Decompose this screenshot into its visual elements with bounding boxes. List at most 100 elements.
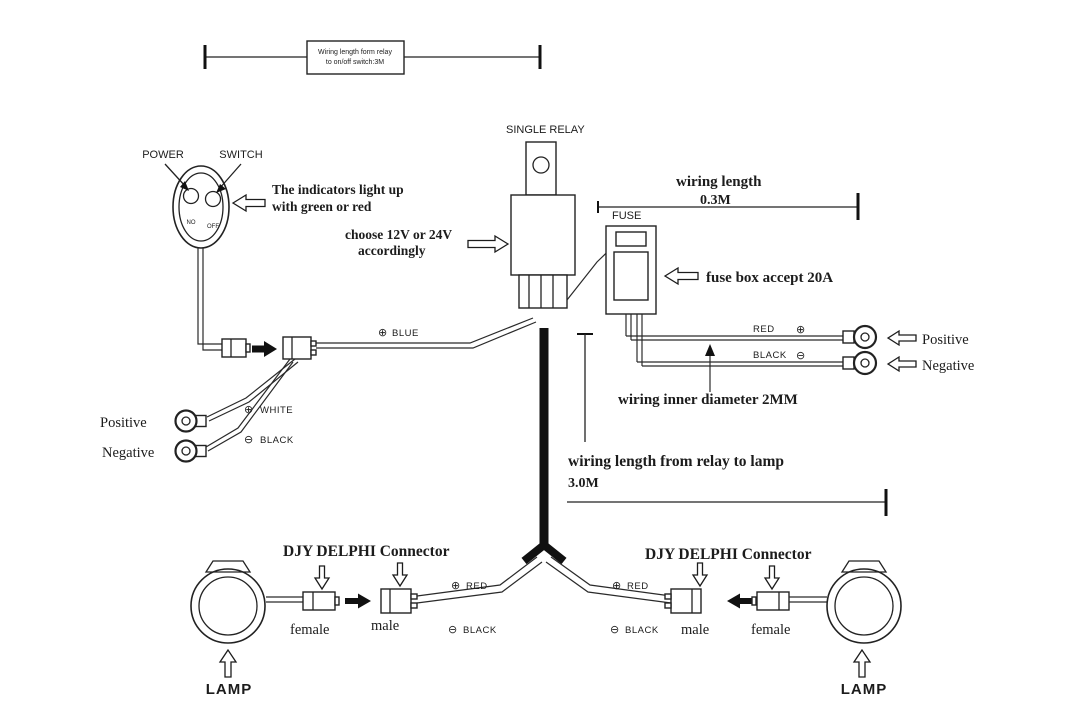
left-lamp-label: LAMP [206,681,253,698]
relay-title: SINGLE RELAY [506,124,585,136]
red-wire-label: RED [753,324,775,335]
fuse: FUSE fuse box accept 20A [566,210,833,315]
negative-terminal-tail [842,356,855,370]
left-lamp-assembly: DJY DELPHI Connector female male ⊕ RED ⊖… [190,543,543,698]
left-negative-label: Negative [102,445,154,461]
no-label: NO [187,220,196,226]
positive-ring-terminal [852,324,878,350]
off-label: OFF [207,224,219,230]
fuse-top [615,231,647,247]
connector-mate-arrow-icon [252,341,277,357]
wiring-length-value: 0.3M [700,193,731,208]
fuse-label: FUSE [612,210,641,222]
right-male-label: male [681,622,709,638]
fuse-window [613,251,649,301]
lamp-measure-value: 3.0M [568,476,599,491]
blue-wire-label: BLUE [392,328,419,339]
white-wire-label: WHITE [260,405,293,416]
fuse-note-arrow-icon [663,266,699,286]
left-male-down-arrow-icon [391,562,409,588]
power-arrow-icon [180,181,189,191]
blue-plus-icon: ⊕ [378,326,387,339]
main-cable [521,328,567,565]
right-mate-arrow-icon [727,593,753,609]
relay: SINGLE RELAY choose 12V or 24V according… [345,124,585,309]
right-lamp-label: LAMP [841,681,888,698]
diameter-note: wiring inner diameter 2MM [618,392,798,408]
white-plus-icon: ⊕ [244,403,253,416]
left-connector-title: DJY DELPHI Connector [283,543,450,560]
wiring-length-label: wiring length [676,174,762,190]
black-minus-icon: ⊖ [244,433,253,446]
left-red-plus-icon: ⊕ [451,579,460,592]
relay-tab [525,141,557,196]
left-negative-ring-terminal [174,439,198,463]
fuse-note: fuse box accept 20A [706,270,833,286]
switch-wiring: ⊕ BLUE ⊕ WHITE ⊖ BLACK Positive Negative [100,248,537,463]
voltage-note-line2: accordingly [358,243,426,258]
right-female-label: female [751,622,790,638]
lamp-measurement: wiring length from relay to lamp 3.0M [567,333,888,516]
right-lamp-up-arrow-icon [852,648,872,678]
top-note-box [306,40,405,75]
right-terminals: RED ⊕ BLACK ⊖ Positive Negative wiring i… [618,314,974,408]
black-wire-label: BLACK [753,350,787,361]
diameter-arrow-icon [705,344,715,356]
top-measurement: Wiring length form relay to on/off switc… [203,40,542,75]
left-positive-ring-terminal [174,409,198,433]
left-male-connector [380,588,412,614]
negative-label: Negative [922,358,974,374]
left-black-label: BLACK [463,625,497,636]
power-label: POWER [142,149,184,161]
power-indicator [182,187,200,205]
indicator-note-arrow-icon [231,193,266,213]
top-note-line2: to on/off switch:3M [326,59,384,66]
indicator-note-line2: with green or red [272,199,372,214]
right-connector-title: DJY DELPHI Connector [645,546,812,563]
left-red-label: RED [466,581,488,592]
right-red-plus-icon: ⊕ [612,579,621,592]
top-right-measurement: wiring length 0.3M [597,174,860,220]
switch-connector-male [282,336,312,360]
switch-arrow-icon [216,184,226,193]
positive-terminal-tail [842,330,855,344]
top-note-line1: Wiring length form relay [318,49,392,56]
right-male-connector [670,588,702,614]
relay-body [510,194,576,276]
switch-label: SWITCH [219,149,262,161]
left-male-label: male [371,618,399,634]
right-male-down-arrow-icon [691,562,709,588]
relay-hole [532,156,550,174]
right-lamp-body [826,568,902,644]
switch-connector-female [221,338,247,358]
left-lamp-up-arrow-icon [218,648,238,678]
right-lamp-bracket [840,560,888,573]
right-lamp-assembly: DJY DELPHI Connector ⊕ RED ⊖ BLACK male … [545,546,902,698]
switch-control: NO OFF POWER SWITCH The indicators light… [142,149,404,249]
left-lamp-body [190,568,266,644]
lamp-measure-label: wiring length from relay to lamp [568,453,784,470]
negative-arrow-icon [886,355,917,373]
right-black-label: BLACK [625,625,659,636]
left-positive-label: Positive [100,415,147,431]
left-female-down-arrow-icon [313,565,331,591]
plus-icon: ⊕ [796,323,805,336]
voltage-note-arrow-icon [467,234,510,254]
left-mate-arrow-icon [345,593,371,609]
right-black-minus-icon: ⊖ [610,623,619,636]
right-female-down-arrow-icon [763,565,781,591]
positive-label: Positive [922,332,969,348]
left-female-connector [302,591,336,611]
minus-icon: ⊖ [796,349,805,362]
relay-socket [518,274,568,309]
left-black-minus-icon: ⊖ [448,623,457,636]
left-female-label: female [290,622,329,638]
left-lamp-bracket [204,560,252,573]
negative-ring-terminal [852,350,878,376]
right-red-label: RED [627,581,649,592]
switch-indicator [204,190,222,208]
right-female-connector [756,591,790,611]
positive-arrow-icon [886,329,917,347]
voltage-note-line1: choose 12V or 24V [345,227,452,242]
